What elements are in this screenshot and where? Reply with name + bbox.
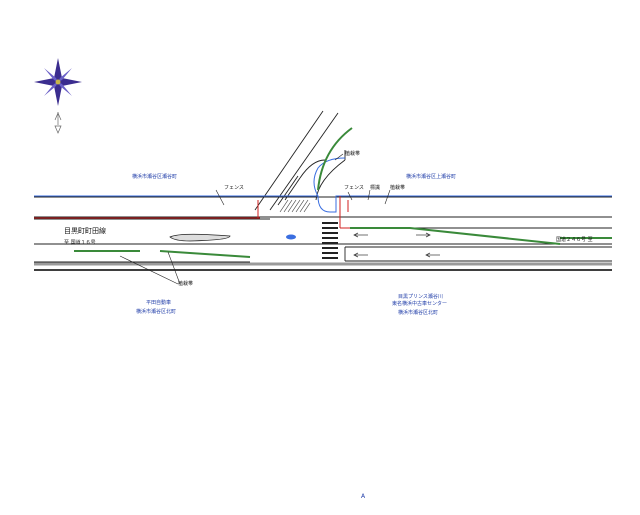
hatched-area bbox=[279, 199, 311, 213]
fence-lines bbox=[34, 196, 360, 229]
lane-arrows bbox=[353, 232, 440, 258]
page-number: A bbox=[361, 493, 366, 500]
leader-lines bbox=[119, 153, 391, 285]
town-label-left: 目黒町町田線 bbox=[64, 226, 106, 235]
fence-label-left: フェンス bbox=[224, 185, 244, 191]
route-label-right: 国道２４６号 至 bbox=[556, 236, 593, 243]
north-arrow-icon bbox=[54, 112, 62, 134]
signal-marker bbox=[286, 234, 296, 240]
fence-label-right: フェンス bbox=[344, 185, 364, 191]
crosswalk bbox=[322, 222, 338, 259]
district-label-bottom-left: 横浜市瀬谷区北町 bbox=[136, 308, 176, 315]
blue-service-line bbox=[34, 195, 612, 213]
route-label-left: 至 国道１６号 bbox=[64, 239, 96, 246]
sign-label: 標識 bbox=[370, 184, 380, 191]
compass-rose-icon bbox=[34, 58, 82, 106]
blue-service-line-curve bbox=[313, 157, 346, 197]
median-island bbox=[169, 233, 231, 242]
green-belts bbox=[74, 127, 612, 258]
district-label-bottom-right: 横浜市瀬谷区北町 bbox=[398, 309, 438, 316]
facility-label-bottom-left: 平田自動車 bbox=[146, 299, 171, 306]
hedge-label-right: 植栽帯 bbox=[390, 184, 405, 191]
hedge-label-bottom: 植栽帯 bbox=[178, 280, 193, 287]
facility-label-bottom-right-2: 東名横浜中古車センター bbox=[392, 300, 447, 307]
district-label-top-left: 横浜市瀬谷区瀬谷町 bbox=[132, 173, 177, 180]
district-label-top-right: 横浜市瀬谷区上瀬谷町 bbox=[406, 173, 456, 180]
side-road bbox=[254, 110, 346, 211]
facility-label-bottom-right-1: 目黒プリンス瀬谷川 bbox=[398, 293, 443, 300]
hedge-label-top: 植栽帯 bbox=[345, 150, 360, 157]
